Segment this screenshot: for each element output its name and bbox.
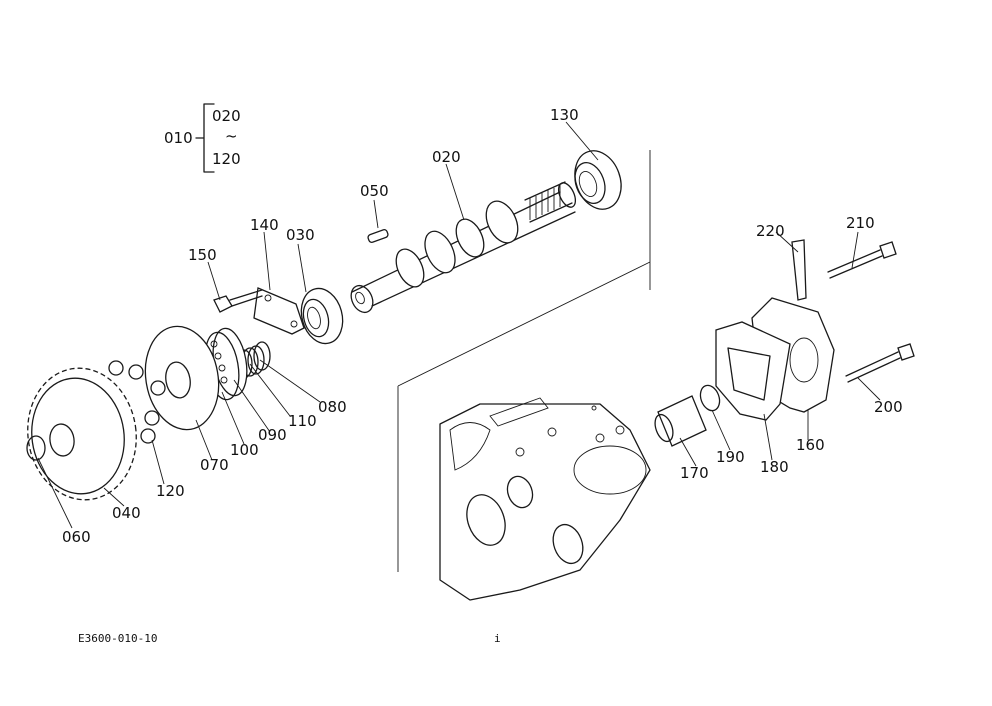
label-050: 050 [360, 182, 389, 200]
o-ring [699, 384, 721, 412]
camshaft [350, 181, 577, 314]
circlip [26, 435, 46, 461]
bolt-150 [213, 289, 263, 313]
gasket [715, 321, 791, 421]
label-150: 150 [188, 246, 217, 264]
label-090: 090 [258, 426, 287, 444]
label-130: 130 [550, 106, 579, 124]
label-040: 040 [112, 504, 141, 522]
group-main-label: 010 [164, 129, 193, 147]
label-020: 020 [432, 148, 461, 166]
bearing-030 [300, 287, 344, 345]
label-110: 110 [288, 412, 317, 430]
label-140: 140 [250, 216, 279, 234]
page-mark: i [494, 632, 501, 645]
group-bottom-label: 120 [212, 150, 241, 168]
bearing-130 [574, 150, 622, 210]
bolts [827, 241, 915, 383]
bracket-line [195, 103, 215, 173]
group-tilde: ~ [225, 127, 238, 145]
engine-block [397, 150, 651, 601]
label-190: 190 [716, 448, 745, 466]
key [367, 229, 389, 243]
label-210: 210 [846, 214, 875, 232]
governor-assembly [204, 327, 248, 401]
governor-sleeve [144, 325, 220, 431]
group-top-label: 020 [212, 107, 241, 125]
pump-sleeve [654, 395, 707, 447]
label-080: 080 [318, 398, 347, 416]
leader-lines [37, 121, 881, 529]
cam-gear [27, 367, 137, 501]
bracket [791, 239, 807, 301]
part-labels: 130 020 050 140 030 150 080 110 090 100 … [62, 106, 903, 546]
label-220: 220 [756, 222, 785, 240]
label-030: 030 [286, 226, 315, 244]
label-180: 180 [760, 458, 789, 476]
label-100: 100 [230, 441, 259, 459]
label-160: 160 [796, 436, 825, 454]
retainer-plate [253, 287, 305, 335]
label-200: 200 [874, 398, 903, 416]
label-170: 170 [680, 464, 709, 482]
group-bracket: 010 020 ~ 120 [164, 103, 241, 173]
label-060: 060 [62, 528, 91, 546]
label-120: 120 [156, 482, 185, 500]
label-070: 070 [200, 456, 229, 474]
drawing-code: E3600-010-10 [78, 632, 157, 645]
